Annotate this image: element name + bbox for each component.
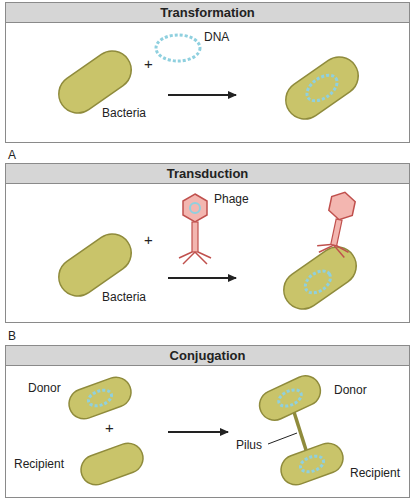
plus-sign: +	[105, 420, 114, 436]
panel-title: Conjugation	[6, 346, 409, 366]
recipient-label: Recipient	[350, 466, 400, 480]
panel-box: Transduction	[5, 163, 410, 323]
plus-sign: +	[144, 232, 153, 248]
dna-label: DNA	[204, 30, 229, 44]
panel-box: Transformation	[5, 2, 410, 143]
bacteria-label: Bacteria	[102, 106, 146, 120]
donor-label: Donor	[28, 381, 61, 395]
bacteria-label: Bacteria	[102, 290, 146, 304]
plus-sign: +	[144, 56, 153, 72]
panel-letter: B	[8, 329, 16, 343]
recipient-label: Recipient	[14, 457, 64, 471]
donor-label: Donor	[334, 383, 367, 397]
pilus-label: Pilus	[236, 438, 262, 452]
phage-label: Phage	[214, 192, 249, 206]
panel-box: Conjugation	[5, 345, 410, 498]
panel-letter: A	[8, 148, 16, 162]
panel-title: Transduction	[6, 164, 409, 184]
panel-title: Transformation	[6, 3, 409, 23]
